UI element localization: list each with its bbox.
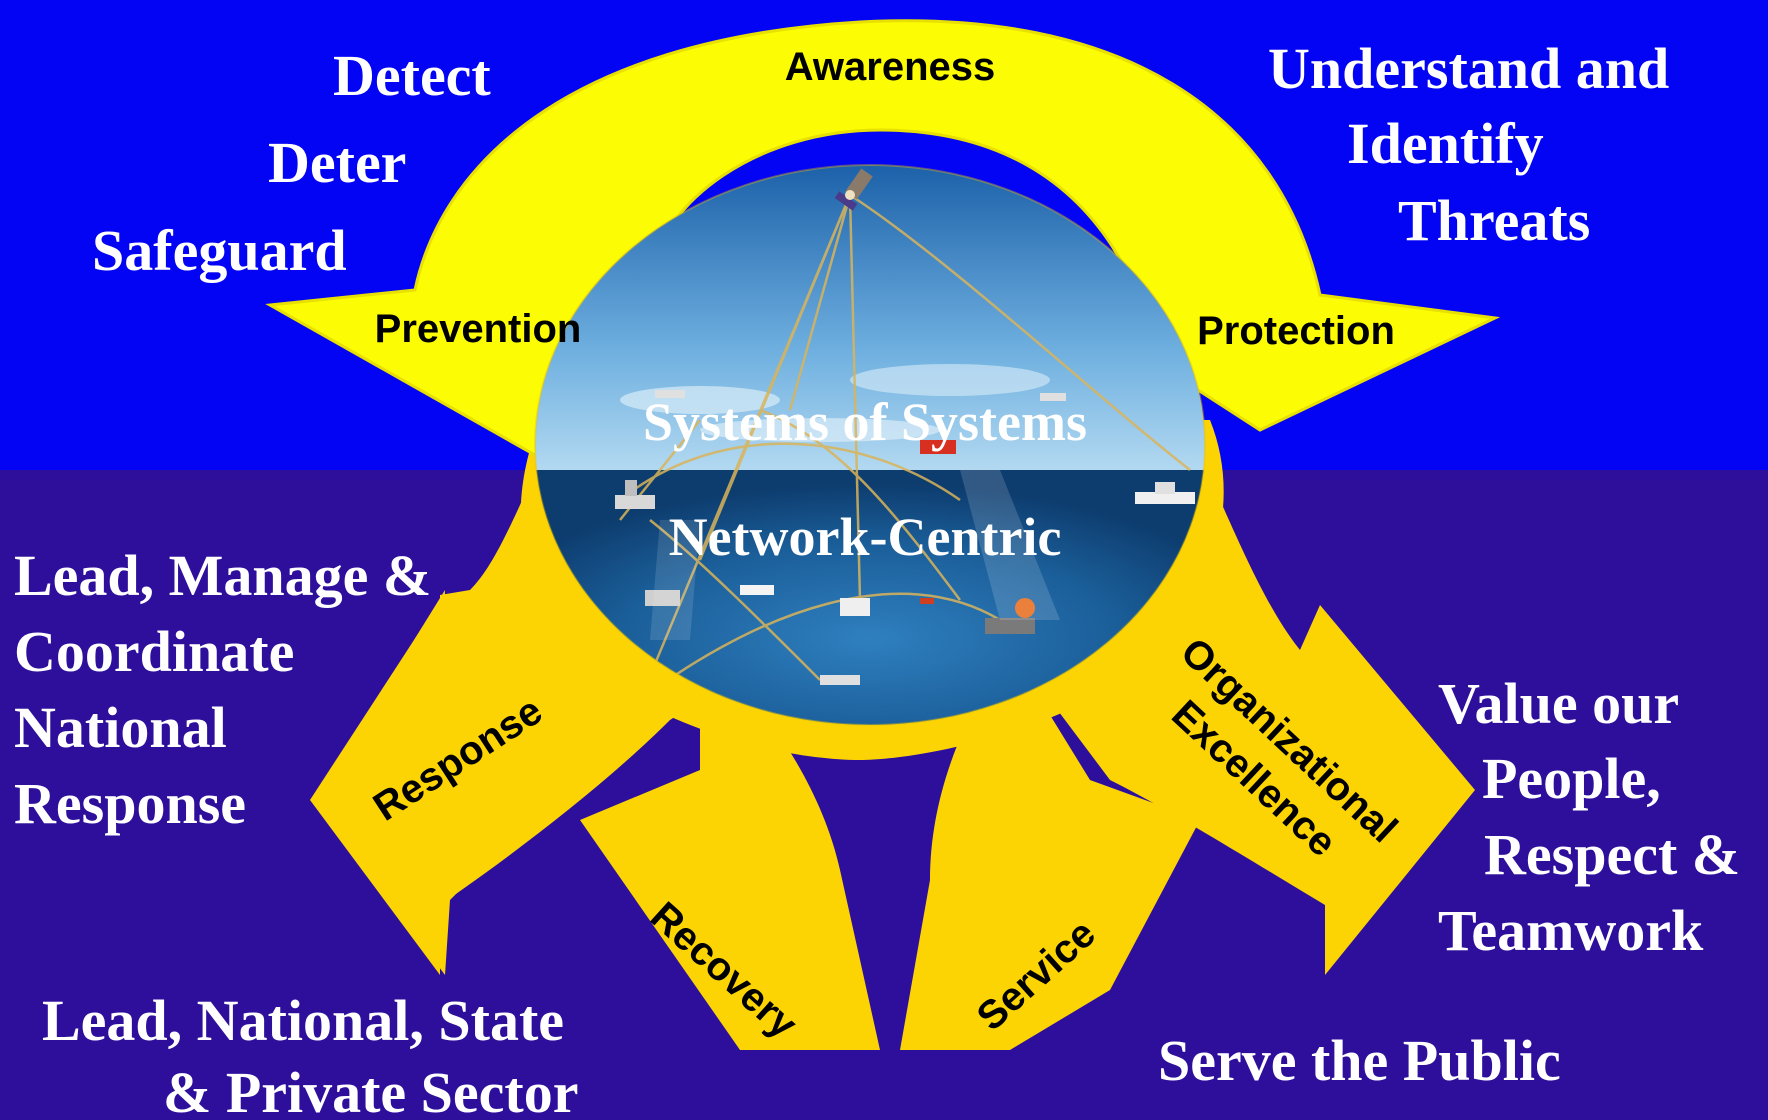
text-safeguard: Safeguard xyxy=(92,218,347,283)
recovery-arrow xyxy=(580,640,880,1050)
text-leadnat-1: Lead, National, State xyxy=(42,988,564,1053)
service-arrow xyxy=(900,650,1200,1050)
text-lead-3: National xyxy=(14,695,227,760)
text-understand-2: Identify xyxy=(1347,111,1544,176)
text-value-1: Value our xyxy=(1438,671,1679,736)
label-awareness: Awareness xyxy=(785,45,996,89)
text-value-2: People, xyxy=(1482,746,1661,811)
text-understand-1: Understand and xyxy=(1268,36,1669,101)
text-lead-4: Response xyxy=(14,771,246,836)
text-value-3: Respect & xyxy=(1484,822,1740,887)
satellite-icon xyxy=(834,168,873,211)
text-value-4: Teamwork xyxy=(1438,898,1704,963)
label-protection: Protection xyxy=(1197,309,1395,353)
response-arrow-head xyxy=(315,590,520,975)
ship-icons xyxy=(615,480,1195,685)
text-lead-2: Coordinate xyxy=(14,619,294,684)
text-detect: Detect xyxy=(333,43,491,108)
text-lead-1: Lead, Manage & xyxy=(14,543,431,608)
text-serve: Serve the Public xyxy=(1158,1028,1561,1093)
center-line2: Network-Centric xyxy=(669,507,1062,567)
text-understand-3: Threats xyxy=(1398,188,1590,253)
label-prevention: Prevention xyxy=(375,307,582,351)
text-deter: Deter xyxy=(268,130,406,195)
center-line1: Systems of Systems xyxy=(643,392,1087,452)
globe-outline xyxy=(534,164,1206,726)
text-leadnat-2: & Private Sector xyxy=(163,1060,578,1120)
helicopter-icons xyxy=(655,390,1066,454)
